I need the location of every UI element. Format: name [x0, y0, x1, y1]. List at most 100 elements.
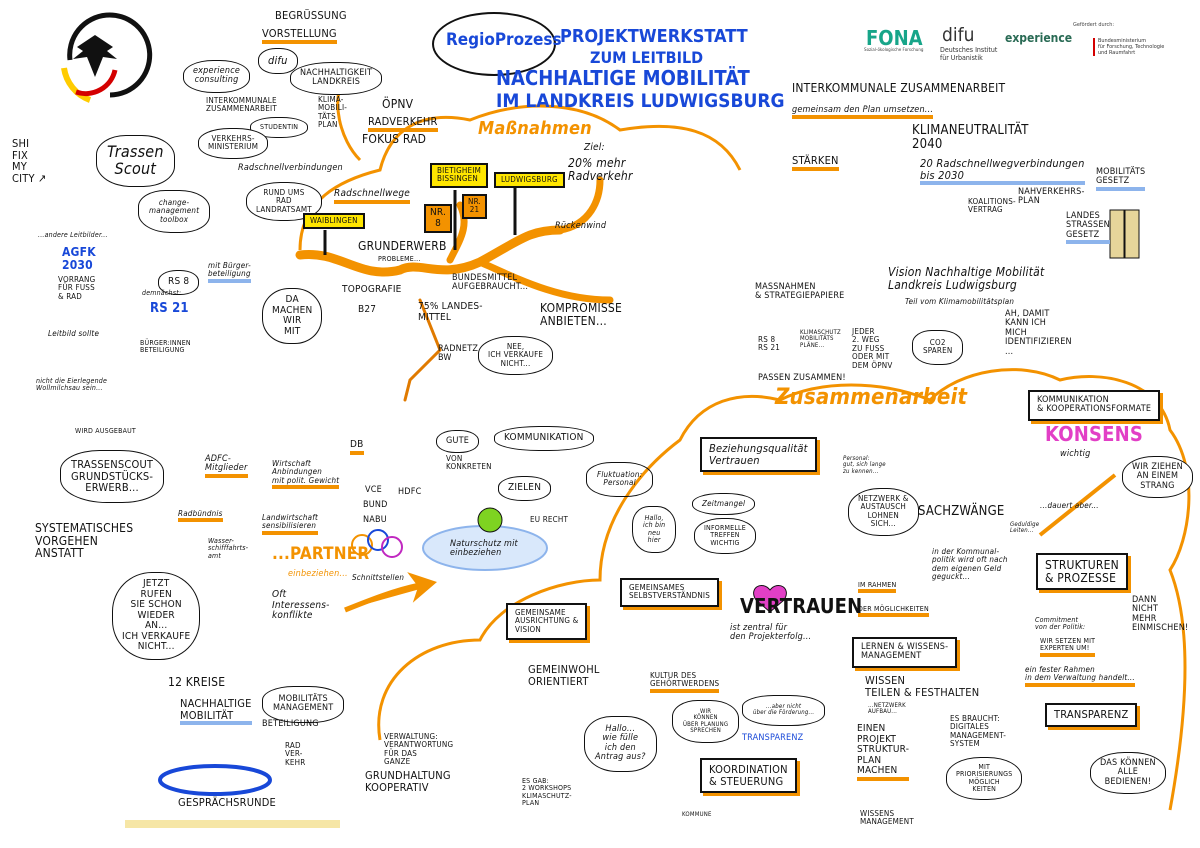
note-netzwerk-aufbau: ...Netzwerk aufbau... [868, 702, 906, 716]
note-antrag: Hallo... wie fülle ich den Antrag aus? [584, 716, 657, 772]
note-commitment: Commitment von der Politik: [1035, 616, 1086, 632]
note-eigenes-geld: in der Kommunal- politik wird oft nach d… [932, 547, 1008, 582]
note-trassenscout: Trassen Scout [96, 135, 175, 187]
massnahmen-cloud-outline [298, 104, 742, 251]
note-nachhaltige-mob: Nachhaltige Mobilität [180, 698, 252, 726]
note-wasser: Wasser- schifffahrts- amt [208, 537, 249, 560]
frog [477, 507, 503, 533]
note-schnittstellen: Schnittstellen [352, 573, 405, 582]
note-kommunikation-formate: Kommunikation & Kooperationsformate [1028, 390, 1161, 421]
note-strukturen: Strukturen & Prozesse [1036, 553, 1128, 591]
note-wissensmanagement: Wissens management [860, 809, 914, 827]
note-demnaechst: demnächst: [142, 289, 182, 297]
zusammenarbeit-cloud-outline [377, 368, 1191, 811]
note-nabu: NABU [363, 515, 387, 525]
note-b27: B27 [358, 304, 377, 315]
note-bund: BUND [363, 500, 388, 510]
note-oepnv: ÖPNV [382, 97, 414, 111]
note-radschnellverbindungen: Radschnellverbindungen [238, 163, 343, 173]
note-waiblingen: Waiblingen [303, 213, 365, 230]
note-da-machen: Da machen wir mit [262, 288, 323, 344]
note-jeder-weg: Jeder 2. Weg zu Fuß oder mit dem ÖPNV [852, 327, 893, 370]
note-begruessung: Begrüßung [275, 9, 347, 22]
note-fluktuation: Fluktuation: Personal [586, 462, 654, 497]
note-teil-plan: Teil vom Klimamobilitätsplan [905, 297, 1015, 306]
note-wissen-teilen: Wissen teilen & festhalten [865, 674, 980, 699]
note-workshops: es gab: 2 Workshops Klimaschutz- plan [522, 777, 572, 808]
note-kompromisse: Kompromisse anbieten... [540, 301, 622, 328]
note-vertrauen-sub: ist zentral für den Projekterfolg... [730, 623, 812, 643]
ministry-logo: Bundesministerium für Forschung, Technol… [1093, 38, 1164, 56]
sign-posts [323, 185, 517, 255]
note-nahverkehrsplan: Nahverkehrs- plan [1018, 187, 1085, 207]
note-wirtschaft: Wirtschaft Anbindungen mit polit. Gewich… [272, 459, 340, 490]
note-ziel-value: 20% mehr Radverkehr [568, 156, 633, 183]
note-fester-rahmen: ein fester Rahmen in dem Verwaltung hand… [1025, 665, 1135, 687]
note-radnetz: Radnetz BW [438, 344, 479, 364]
note-radverkehr: Radverkehr [368, 116, 438, 132]
note-difu: difu [258, 48, 298, 74]
note-gespraech: Gesprächsrunde [178, 796, 277, 809]
note-naturschutz: Naturschutz mit einbeziehen [450, 539, 518, 559]
note-vertrauen: Vertrauen [740, 594, 863, 618]
note-einmischen: dann nicht mehr einmischen! [1132, 595, 1189, 634]
note-selbstverstaendnis: Gemeinsames Selbstverständnis [620, 578, 720, 607]
note-nee: Nee, ich verkaufe nicht... [478, 336, 554, 376]
note-identifizieren: Ah, damit kann ich mich identifizieren .… [1005, 309, 1072, 357]
note-leitbild-sollte: Leitbild sollte [48, 329, 100, 338]
note-massnahmen: Maßnahmen [478, 118, 592, 139]
note-radschnellwege: Radschnellwege [334, 188, 410, 204]
note-banner-title: Interkommunale Zusammenarbeit [792, 81, 1006, 95]
law-books [1109, 209, 1125, 259]
note-grunderwerb: Grunderwerb [358, 239, 447, 253]
note-planung: Wir können über Planung sprechen [672, 700, 740, 744]
note-zeitmangel: Zeitmangel [692, 493, 756, 516]
fona-logo: FONA [866, 26, 923, 50]
note-priorisierung: Mit Priorisierungs möglich keiten [946, 757, 1023, 801]
note-gemeinwohl: Gemeinwohl orientiert [528, 663, 600, 688]
note-strategiepapiere: Maßnahmen & Strategiepapiere [755, 282, 845, 302]
note-zusammenarbeit: Zusammenarbeit [775, 385, 968, 410]
note-ziel: Ziel: [584, 142, 605, 153]
note-rs8: RS 8 [158, 270, 200, 295]
note-topografie: Topografie [342, 284, 402, 295]
federal-eagle-emblem [61, 12, 153, 103]
note-personal-kennen: Personal: gut, sich lange zu kennen... [843, 455, 886, 475]
experience-logo: experience [1005, 31, 1073, 45]
note-landesstrassen: Landes straßen gesetz [1066, 211, 1110, 245]
funded-by-label: Gefördert durch: [1073, 22, 1115, 28]
title-line-1: Projektwerkstatt [560, 26, 748, 47]
note-mobilitaetsgesetz: Mobilitäts gesetz [1096, 167, 1146, 191]
note-vce: VCE [365, 485, 382, 495]
note-verwaltung: Verwaltung: Verantwortung für das Ganze [384, 732, 454, 767]
brand-name: RegioProzess [446, 30, 562, 50]
note-probleme: Probleme... [378, 255, 421, 263]
note-studentin: Studentin [250, 117, 309, 139]
note-beteiligung: Beteiligung [262, 719, 319, 729]
note-bundesmittel: Bundesmittel aufgebraucht... [452, 273, 529, 293]
note-wird-ausgebaut: wird ausgebaut [75, 427, 136, 435]
note-ausrichtung: Gemeinsame Ausrichtung & Vision [506, 603, 588, 641]
note-konsens: KONSENS [1045, 422, 1144, 446]
ring-blue [367, 529, 389, 551]
note-systematisch: Systematisches Vorgehen anstatt [35, 521, 134, 561]
note-dauert: ...dauert aber... [1040, 501, 1099, 510]
note-projektplan: Einen Projekt Struktur- Plan machen [857, 723, 910, 781]
note-fokus-rad: Fokus Rad [362, 132, 427, 146]
note-buerger-beteiligung: Bürger:innen Beteiligung [140, 339, 191, 355]
note-radverkehr-sign: Rad ver- kehr [285, 741, 306, 767]
note-db: DB [350, 439, 364, 455]
round-table [158, 764, 272, 796]
note-fixmycity: SHi Fix my City ↗ [12, 137, 47, 185]
note-agfk: AGFK 2030 [62, 245, 96, 272]
note-koordination: Koordination & Steuerung [700, 758, 797, 794]
arrow-to-naturschutz [344, 572, 437, 613]
note-strang: Wir ziehen an einem Strang [1122, 456, 1193, 499]
note-grundstueck: Trassenscout Grundstücks- erwerb... [60, 450, 165, 503]
note-einbeziehen: einbeziehen... [288, 569, 348, 579]
note-eu-recht: EU Recht [530, 515, 569, 524]
note-landesmittel: 75% Landes- mittel [418, 301, 483, 323]
note-lernen: Lernen & Wissens- management [852, 637, 958, 668]
note-wollmilchsau: nicht die Eierlegende Wollmilchsau sein.… [36, 377, 108, 393]
law-book-2 [1124, 209, 1140, 259]
